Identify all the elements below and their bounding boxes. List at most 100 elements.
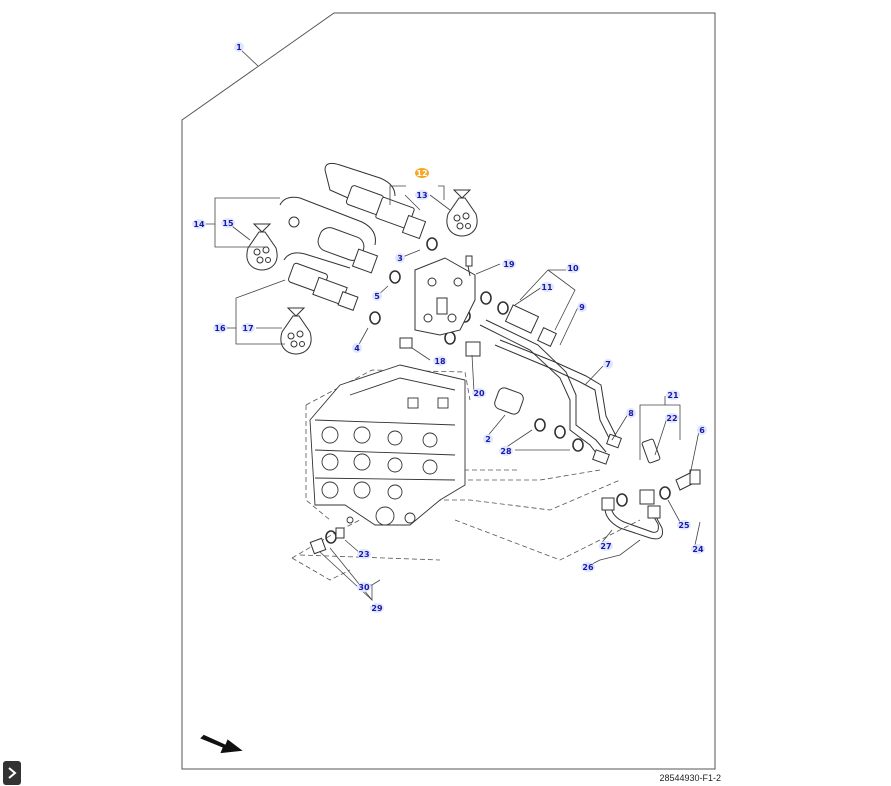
callout-5[interactable]: 5 — [372, 291, 382, 301]
callout-label: 22 — [666, 414, 677, 423]
callout-label: 14 — [193, 220, 205, 229]
callout-25[interactable]: 25 — [677, 520, 691, 530]
callout-label: 25 — [678, 521, 690, 530]
callout-4[interactable]: 4 — [352, 343, 362, 353]
callout-label: 30 — [358, 583, 370, 592]
callout-badge — [502, 259, 516, 269]
callout-badge — [395, 253, 405, 263]
expand-panel-button[interactable] — [3, 761, 21, 785]
callout-label: 29 — [371, 604, 383, 613]
callout-badge — [370, 603, 384, 613]
callout-label: 4 — [354, 344, 360, 353]
callout-badge — [666, 390, 680, 400]
callout-label: 21 — [667, 391, 679, 400]
callout-badge — [241, 323, 255, 333]
callout-badge — [213, 323, 227, 333]
mounting-plate — [399, 255, 476, 349]
solenoid-cartridges — [279, 162, 427, 311]
callout-22[interactable]: 22 — [665, 413, 679, 423]
callout-8[interactable]: 8 — [626, 408, 636, 418]
callout-label: 13 — [416, 191, 427, 200]
callout-badge — [415, 168, 429, 178]
drawing-reference-code: 28544930-F1-2 — [659, 773, 721, 783]
callout-badge — [192, 219, 206, 229]
callout-label: 12 — [416, 169, 427, 178]
callout-9[interactable]: 9 — [577, 302, 587, 312]
seal-kit-bag-icon — [446, 189, 478, 237]
callout-label: 2 — [485, 435, 491, 444]
callout-badge — [234, 42, 244, 52]
callout-label: 11 — [541, 283, 553, 292]
callout-27[interactable]: 27 — [599, 541, 613, 551]
callout-label: 26 — [582, 563, 594, 572]
callout-label: 1 — [236, 43, 242, 52]
callout-20[interactable]: 20 — [472, 388, 486, 398]
chevron-right-icon — [8, 767, 17, 779]
hydraulic-pipes — [465, 304, 622, 465]
callout-label: 20 — [473, 389, 485, 398]
callout-16[interactable]: 16 — [213, 323, 227, 333]
callout-label: 27 — [600, 542, 611, 551]
callout-badge — [599, 541, 613, 551]
callout-3[interactable]: 3 — [395, 253, 405, 263]
callout-11[interactable]: 11 — [540, 282, 554, 292]
callout-label: 15 — [222, 219, 234, 228]
callout-label: 28 — [500, 447, 512, 456]
callout-badge — [483, 434, 493, 444]
callout-badge — [566, 263, 580, 273]
callout-badge — [697, 425, 707, 435]
callout-17[interactable]: 17 — [241, 323, 255, 333]
callout-18[interactable]: 18 — [433, 356, 447, 366]
callout-2[interactable]: 2 — [483, 434, 493, 444]
callout-label: 8 — [628, 409, 634, 418]
callout-label: 19 — [503, 260, 515, 269]
callout-28[interactable]: 28 — [499, 446, 513, 456]
callout-label: 10 — [567, 264, 579, 273]
callout-badge — [357, 549, 371, 559]
arrow-direction-icon — [200, 734, 243, 754]
callout-label: 7 — [605, 360, 611, 369]
callout-label: 24 — [692, 545, 704, 554]
callout-badge — [415, 190, 429, 200]
callout-badge — [221, 218, 235, 228]
callout-label: 16 — [214, 324, 226, 333]
callout-7[interactable]: 7 — [603, 359, 613, 369]
callout-badge — [472, 388, 486, 398]
callout-badge — [357, 582, 371, 592]
callout-26[interactable]: 26 — [581, 562, 595, 572]
callout-badge — [581, 562, 595, 572]
callout-15[interactable]: 15 — [221, 218, 235, 228]
callout-30[interactable]: 30 — [357, 582, 371, 592]
callout-23[interactable]: 23 — [357, 549, 371, 559]
callout-14[interactable]: 14 — [192, 219, 206, 229]
callout-badge — [577, 302, 587, 312]
callout-label: 23 — [358, 550, 369, 559]
callout-label: 18 — [434, 357, 446, 366]
callout-10[interactable]: 10 — [566, 263, 580, 273]
lower-fittings — [309, 438, 701, 555]
callout-badge — [626, 408, 636, 418]
callout-19[interactable]: 19 — [502, 259, 516, 269]
leader-lines — [205, 47, 701, 602]
callout-24[interactable]: 24 — [691, 544, 705, 554]
callout-12[interactable]: 12 — [415, 168, 429, 178]
callout-6[interactable]: 6 — [697, 425, 707, 435]
callout-badge — [665, 413, 679, 423]
callout-badge — [372, 291, 382, 301]
control-valve-block — [309, 364, 466, 526]
callout-badge — [540, 282, 554, 292]
callout-13[interactable]: 13 — [415, 190, 429, 200]
callout-badge — [691, 544, 705, 554]
callout-29[interactable]: 29 — [370, 603, 384, 613]
callout-badge — [499, 446, 513, 456]
callout-badge — [677, 520, 691, 530]
callout-badge — [352, 343, 362, 353]
callout-label: 6 — [699, 426, 705, 435]
seal-kit-bag-icon — [280, 307, 312, 355]
callout-21[interactable]: 21 — [666, 390, 680, 400]
callout-label: 5 — [374, 292, 380, 301]
callout-badge — [433, 356, 447, 366]
callout-1[interactable]: 1 — [234, 42, 244, 52]
callout-label: 17 — [242, 324, 253, 333]
